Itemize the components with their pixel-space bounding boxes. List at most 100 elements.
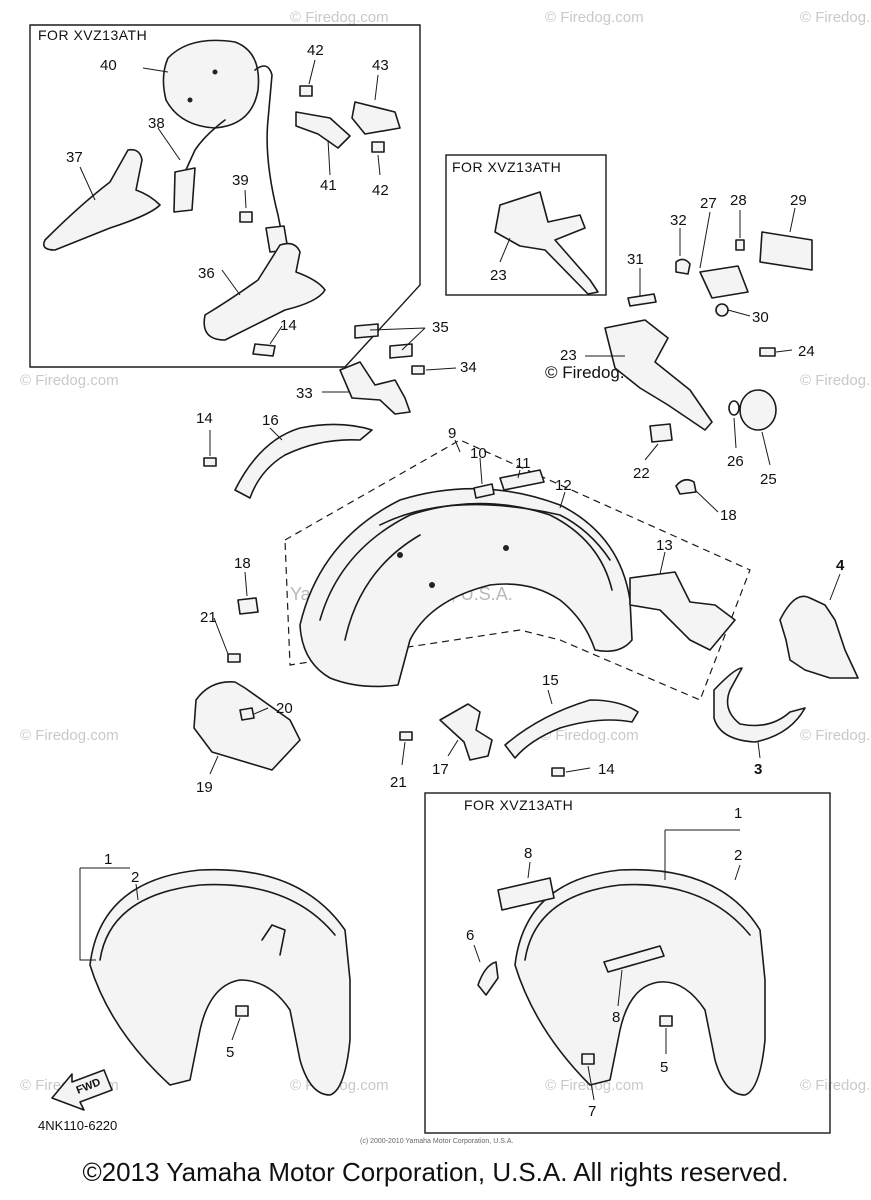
front-fender-standard: 1 2 5 [79, 851, 351, 1096]
option-box-label: FOR XVZ13ATH [452, 159, 561, 175]
bolt [299, 85, 313, 97]
callout-31: 31 [627, 251, 644, 268]
backrest-lock-bracket [295, 111, 351, 149]
callout-39: 39 [232, 172, 249, 189]
leader-line [527, 861, 531, 879]
fender-trim [524, 883, 751, 961]
fender-rail [234, 423, 373, 499]
fender-inner-panel [379, 503, 611, 561]
callout-14: 14 [196, 410, 213, 427]
seat-damper [354, 323, 379, 339]
callout-2: 2 [734, 847, 742, 864]
bolt [235, 1005, 249, 1017]
fwd-arrow-icon [51, 1069, 113, 1111]
callout-41: 41 [320, 177, 337, 194]
bolt [735, 239, 745, 251]
bolt [227, 653, 241, 663]
leader-line [734, 864, 741, 881]
firedog-watermark: © Firedog.com [800, 372, 871, 389]
backrest-mount-plate [351, 101, 401, 135]
firedog-watermark: © Firedog.com [290, 9, 389, 26]
bracket-option-box: FOR XVZ13ATH 23 [445, 154, 607, 296]
callout-25: 25 [760, 471, 777, 488]
leader-line [499, 237, 511, 263]
washer [728, 400, 740, 416]
firedog-watermark: © Firedog.com [800, 1077, 871, 1094]
leader-line [775, 349, 793, 353]
callout-33: 33 [296, 385, 313, 402]
screw [239, 707, 255, 721]
fender-label [499, 469, 545, 491]
bolt [252, 343, 276, 357]
backrest-bar [254, 65, 283, 236]
leader-line [565, 767, 591, 773]
copyright-notice: ©2013 Yamaha Motor Corporation, U.S.A. A… [82, 1157, 789, 1187]
seat-bracket-assembly: 35 34 33 [296, 319, 477, 415]
leader-line [377, 154, 381, 176]
callout-20: 20 [276, 700, 293, 717]
bolt [659, 1015, 673, 1027]
bolt [239, 211, 253, 223]
grab-bar-bracket [439, 703, 493, 761]
forward-direction-arrow: FWD [51, 1069, 113, 1111]
grommet [237, 597, 259, 615]
license-light [759, 231, 813, 271]
screw [411, 365, 425, 375]
leader-line [644, 443, 659, 461]
callout-27: 27 [700, 195, 717, 212]
callout-28: 28 [730, 192, 747, 209]
callout-23: 23 [490, 267, 507, 284]
front-fender [89, 868, 351, 1096]
tail-light-cover [193, 681, 301, 771]
collar [627, 293, 657, 307]
callout-9: 9 [448, 425, 456, 442]
option-box-label: FOR XVZ13ATH [38, 27, 147, 43]
leader-line [327, 139, 331, 176]
callout-17: 17 [432, 761, 449, 778]
leader-line [79, 166, 96, 201]
option-box-outline [29, 24, 421, 368]
fender-brace [713, 667, 806, 743]
grommet [675, 478, 697, 495]
callout-7: 7 [588, 1103, 596, 1120]
bolt [581, 1053, 595, 1065]
leader-line [401, 741, 406, 766]
option-box-outline [424, 792, 831, 1134]
callout-32: 32 [670, 212, 687, 229]
callout-35: 35 [432, 319, 449, 336]
callout-42: 42 [307, 42, 324, 59]
backrest-pad [162, 39, 260, 129]
leader-line [253, 707, 269, 715]
callout-18: 18 [234, 555, 251, 572]
bolt [551, 767, 565, 777]
callout-4: 4 [836, 557, 845, 574]
callout-18: 18 [720, 507, 737, 524]
callout-34: 34 [460, 359, 477, 376]
leader-line [244, 189, 247, 209]
leader-line [79, 868, 96, 961]
leader-line [659, 551, 666, 575]
callout-29: 29 [790, 192, 807, 209]
callout-5: 5 [660, 1059, 668, 1076]
damper [675, 258, 691, 275]
firedog-watermark: © Firedog.com [800, 9, 871, 26]
fender-rib [344, 534, 421, 641]
callout-24: 24 [798, 343, 815, 360]
license-bracket [604, 319, 713, 431]
backrest-bar-grip [173, 167, 196, 213]
rear-fender-assembly: 9 10 11 12 13 18 21 21 [200, 425, 751, 791]
firedog-watermark: © Firedog.com [540, 727, 639, 744]
leader-line [617, 969, 623, 1007]
leader-line [454, 439, 461, 453]
pad-bolt-hole [187, 97, 193, 103]
leader-line [142, 67, 169, 73]
callout-5: 5 [226, 1044, 234, 1061]
reflector [739, 389, 777, 431]
callout-15: 15 [542, 672, 559, 689]
fender-emblem [603, 945, 665, 973]
copyright-fineprint: (c) 2000-2010 Yamaha Motor Corporation, … [360, 1138, 514, 1145]
leader-line [473, 944, 481, 963]
license-plate-bracket [699, 265, 749, 299]
option-box-label: FOR XVZ13ATH [464, 797, 573, 813]
